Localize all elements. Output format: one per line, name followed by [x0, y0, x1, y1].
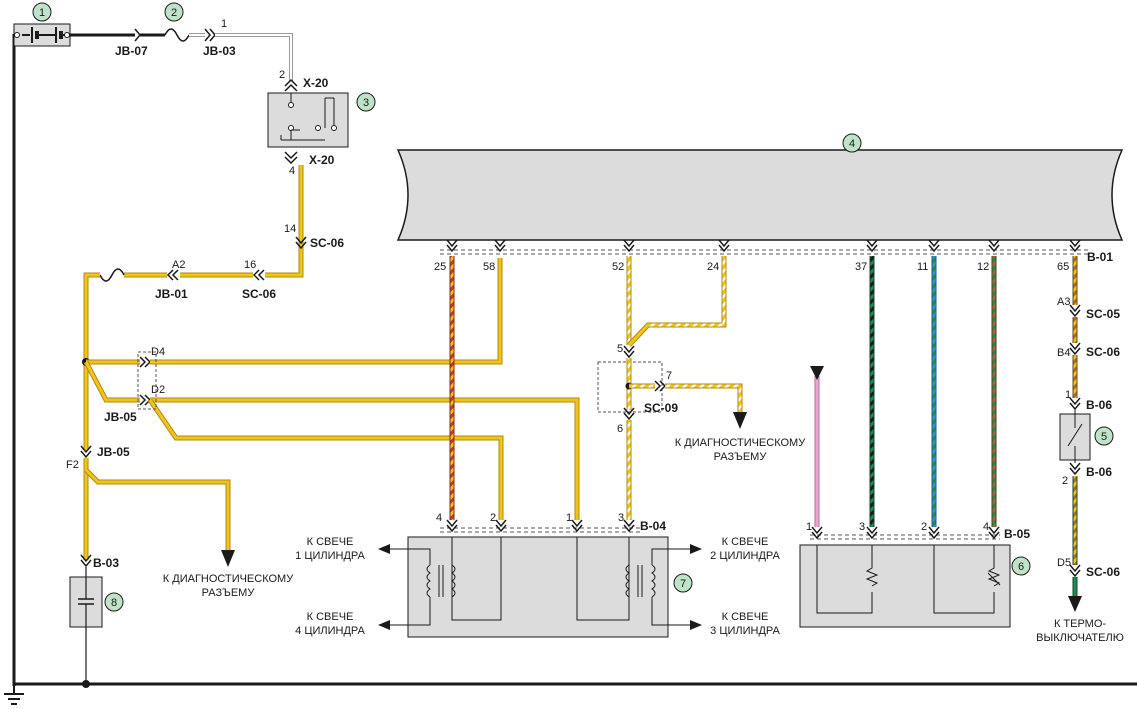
connector-sc06-b: SC-06	[242, 287, 276, 301]
wire-65	[1059, 256, 1091, 612]
pin-label: B4	[1057, 347, 1070, 359]
connector-b05: B-05	[1004, 527, 1030, 541]
pin-label: 2	[1062, 475, 1068, 487]
pin-label: 2	[279, 69, 285, 81]
connector-jb07: JB-07	[115, 44, 148, 58]
ground-rail	[4, 34, 1137, 705]
connector-b06-a: B-06	[1086, 398, 1112, 412]
callout-5: 5	[1094, 426, 1114, 446]
spark-label-4: К СВЕЧЕ	[307, 611, 354, 623]
callout-1: 1	[32, 2, 52, 22]
spark-label-4-b: 4 ЦИЛИНДРА	[295, 625, 365, 637]
pin-label: 16	[244, 259, 256, 271]
svg-text:6: 6	[1018, 561, 1024, 573]
connector-b03: B-03	[93, 556, 119, 570]
callout-6: 6	[1011, 556, 1031, 576]
thermo-label: К ТЕРМО-	[1054, 618, 1106, 630]
spark-label-3: К СВЕЧЕ	[722, 611, 769, 623]
callout-3: 3	[356, 92, 376, 112]
connector-jb03: JB-03	[203, 44, 236, 58]
pin-label: 3	[618, 512, 624, 524]
ground-icon	[4, 686, 24, 705]
pin-label: D2	[151, 384, 165, 396]
connector-b01: B-01	[1087, 250, 1113, 264]
svg-text:3: 3	[363, 97, 369, 109]
ignition-coil	[378, 519, 702, 638]
svg-text:2: 2	[171, 7, 177, 19]
diag-label-2: К ДИАГНОСТИЧЕСКОМУ	[675, 437, 806, 449]
pin-label: 7	[666, 370, 672, 382]
pin-label: 58	[483, 261, 495, 273]
pin-label: 12	[977, 261, 989, 273]
pin-label: 37	[855, 261, 867, 273]
callout-8: 8	[104, 592, 124, 612]
connector-sc06-a: SC-06	[310, 236, 344, 250]
ignition-feed-wire	[80, 165, 580, 568]
connector-b04: B-04	[640, 519, 666, 533]
spark-label-1-b: 1 ЦИЛИНДРА	[295, 550, 365, 562]
svg-text:5: 5	[1101, 431, 1107, 443]
pin-label: 11	[917, 261, 928, 273]
callout-4: 4	[842, 133, 862, 153]
connector-sc06-d: SC-06	[1086, 565, 1120, 579]
spark-label-3-b: 3 ЦИЛИНДРА	[710, 625, 780, 637]
thermo-label-b: ВЫКЛЮЧАТЕЛЮ	[1036, 632, 1124, 644]
condenser	[69, 567, 103, 684]
main-relay	[267, 78, 349, 165]
spark-label-2-b: 2 ЦИЛИНДРА	[710, 550, 780, 562]
fuse-icon	[164, 28, 190, 42]
pin-label: 24	[707, 261, 719, 273]
pin-label: 6	[617, 423, 623, 435]
pin-label: 1	[806, 521, 812, 533]
pin-label: D4	[151, 346, 165, 358]
svg-text:4: 4	[849, 138, 855, 150]
ecu-block	[396, 149, 1124, 255]
callout-7: 7	[673, 573, 693, 593]
spark-label-1: К СВЕЧЕ	[307, 536, 354, 548]
pin-label: 1	[566, 512, 572, 524]
spark-label-2: К СВЕЧЕ	[722, 536, 769, 548]
pin-label: 1	[221, 18, 227, 30]
battery-icon	[13, 23, 71, 47]
connector-jb01: JB-01	[155, 287, 188, 301]
pin-label: 4	[436, 512, 442, 524]
connector-b06-b: B-06	[1086, 465, 1112, 479]
connector-sc05: SC-05	[1086, 307, 1120, 321]
wire-pink	[810, 366, 824, 527]
svg-text:7: 7	[680, 578, 686, 590]
connector-sc09: SC-09	[644, 401, 678, 415]
connector-x20-top: X-20	[303, 76, 329, 90]
svg-text:1: 1	[39, 7, 45, 19]
pin-label: 52	[612, 261, 624, 273]
ecu-pin-connectors	[446, 239, 1081, 253]
connector-jb05-b: JB-05	[97, 445, 130, 459]
sensor-block	[799, 526, 1011, 628]
pin-label: 5	[617, 343, 623, 355]
pin-label: A3	[1057, 296, 1070, 308]
connector-jb05-a: JB-05	[104, 410, 137, 424]
diag-label-2-b: РАЗЪЕМУ	[714, 451, 768, 463]
pin-label: 25	[434, 261, 446, 273]
pin-label: A2	[172, 259, 185, 271]
pin-label: 65	[1057, 261, 1069, 273]
battery-feed-wire	[70, 28, 293, 82]
pin-label: 4	[983, 521, 989, 533]
pin-label: F2	[66, 459, 79, 471]
pin-label: 3	[859, 521, 865, 533]
pin-label: 2	[921, 521, 927, 533]
fuse-icon	[99, 268, 125, 282]
pin-label: 2	[490, 512, 496, 524]
svg-text:8: 8	[111, 597, 117, 609]
pin-label: D5	[1057, 557, 1071, 569]
pin-label: 14	[284, 223, 296, 235]
diag-label-1-b: РАЗЪЕМУ	[202, 587, 256, 599]
wire-52	[597, 256, 747, 520]
callout-2: 2	[164, 2, 184, 22]
connector-x20-bottom: X-20	[309, 153, 335, 167]
diag-label-1: К ДИАГНОСТИЧЕСКОМУ	[163, 573, 294, 585]
connector-sc06-c: SC-06	[1086, 345, 1120, 359]
pin-label: 4	[289, 165, 295, 177]
pin-label: 1	[1065, 389, 1071, 401]
